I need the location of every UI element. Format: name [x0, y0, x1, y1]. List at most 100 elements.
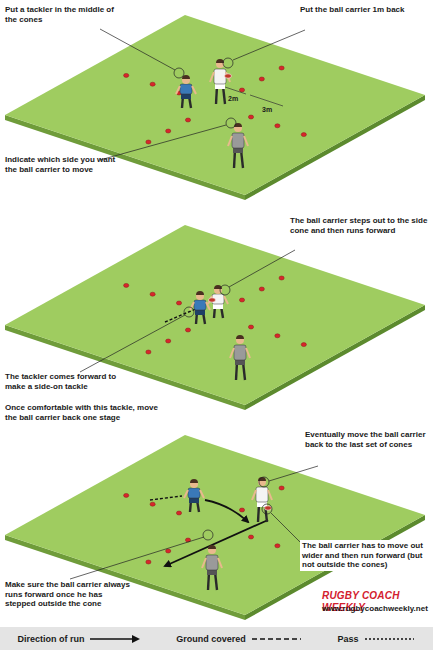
website-url: www.rugbycoachweekly.net [322, 604, 430, 614]
player-figure [200, 490, 204, 498]
leader-line [80, 315, 185, 372]
leader-line [262, 504, 272, 514]
cone [150, 502, 155, 506]
cone [275, 124, 280, 128]
pitch-area [5, 15, 425, 195]
player-figure [206, 555, 218, 570]
cone [239, 88, 244, 92]
leader-line [184, 307, 194, 317]
player-figure [230, 348, 234, 358]
player-figure [208, 285, 228, 318]
cone [185, 118, 190, 122]
player-figure [190, 302, 194, 310]
player-figure [184, 490, 188, 498]
legend-sample [251, 634, 303, 644]
run-line [250, 95, 283, 106]
player-figure [230, 335, 250, 380]
leader-line [70, 29, 318, 579]
player-figure [224, 296, 228, 304]
dimension-label: 3m [262, 106, 282, 114]
cone [166, 339, 171, 343]
cone [248, 115, 253, 119]
player-figure [228, 136, 232, 146]
player-figure [256, 487, 268, 502]
player-figure [208, 545, 216, 549]
player-figure [268, 490, 272, 500]
cone [146, 350, 151, 354]
player-figure [196, 292, 204, 300]
cone [146, 140, 151, 144]
legend-sample [90, 638, 133, 640]
run-line [150, 496, 182, 500]
player-figure [184, 479, 204, 512]
cone [275, 544, 280, 548]
cone [279, 66, 284, 70]
dimension-label: 2m [228, 95, 248, 103]
player-figure [218, 558, 222, 568]
leader-line [259, 477, 269, 487]
player-figure [214, 69, 226, 84]
player-figure [190, 479, 198, 483]
leader-line [174, 68, 184, 78]
player-figure [202, 558, 206, 568]
callout-note: The ball carrier has to move out wider a… [300, 540, 432, 571]
cone [279, 276, 284, 280]
cone [124, 73, 129, 77]
legend-sample [132, 635, 140, 643]
cone [185, 328, 190, 332]
pitch-area [5, 225, 425, 405]
leader-line [220, 285, 230, 295]
player-figure [234, 345, 246, 360]
cone [239, 508, 244, 512]
callout-note: Put the ball carrier 1m back [300, 5, 425, 15]
cone [248, 325, 253, 329]
cone [239, 298, 244, 302]
pitch-area [5, 15, 425, 620]
player-figure [180, 84, 192, 94]
player-figure [176, 75, 196, 108]
legend-bar: Direction of run Ground covered Pass [0, 627, 433, 650]
player-figure [194, 300, 206, 310]
player-figure [228, 123, 248, 168]
leader-line [226, 118, 236, 128]
callout-note: Once comfortable with this tackle, move … [5, 403, 163, 422]
cone [176, 511, 181, 515]
leader-line [100, 125, 226, 160]
player-figure [208, 546, 216, 554]
leader-line [203, 530, 213, 540]
leader-line [229, 250, 295, 287]
leader-line [271, 513, 300, 542]
player-figure [192, 86, 196, 94]
leader-line [223, 58, 233, 68]
cone [150, 82, 155, 86]
legend-text: Pass [338, 634, 359, 644]
cone [275, 334, 280, 338]
player-figure [176, 59, 272, 590]
cone [124, 66, 307, 564]
cone [166, 549, 171, 553]
cone [259, 287, 264, 291]
cone [146, 560, 151, 564]
callout-note: Make sure the ball carrier always runs f… [5, 580, 135, 609]
cone [124, 493, 129, 497]
legend-item: Direction of run [17, 634, 141, 644]
player-figure [182, 76, 190, 84]
rugby-ball [209, 298, 216, 302]
run-line [150, 86, 283, 566]
callout-note: The tackler comes forward to make a side… [5, 372, 120, 391]
run-line [205, 500, 248, 522]
legend-sample [252, 638, 301, 640]
legend-sample [89, 634, 141, 644]
player-figure [232, 133, 244, 148]
cone [176, 301, 181, 305]
player-figure [252, 477, 272, 522]
leader-line [269, 466, 318, 481]
callout-note: Put a tackler in the middle of the cones [5, 5, 125, 24]
legend-sample [364, 634, 416, 644]
pitch-area [5, 435, 425, 615]
player-figure [244, 136, 248, 146]
player-figure [210, 59, 230, 104]
cone [301, 133, 306, 137]
legend-item: Ground covered [176, 634, 303, 644]
legend-text: Ground covered [176, 634, 246, 644]
